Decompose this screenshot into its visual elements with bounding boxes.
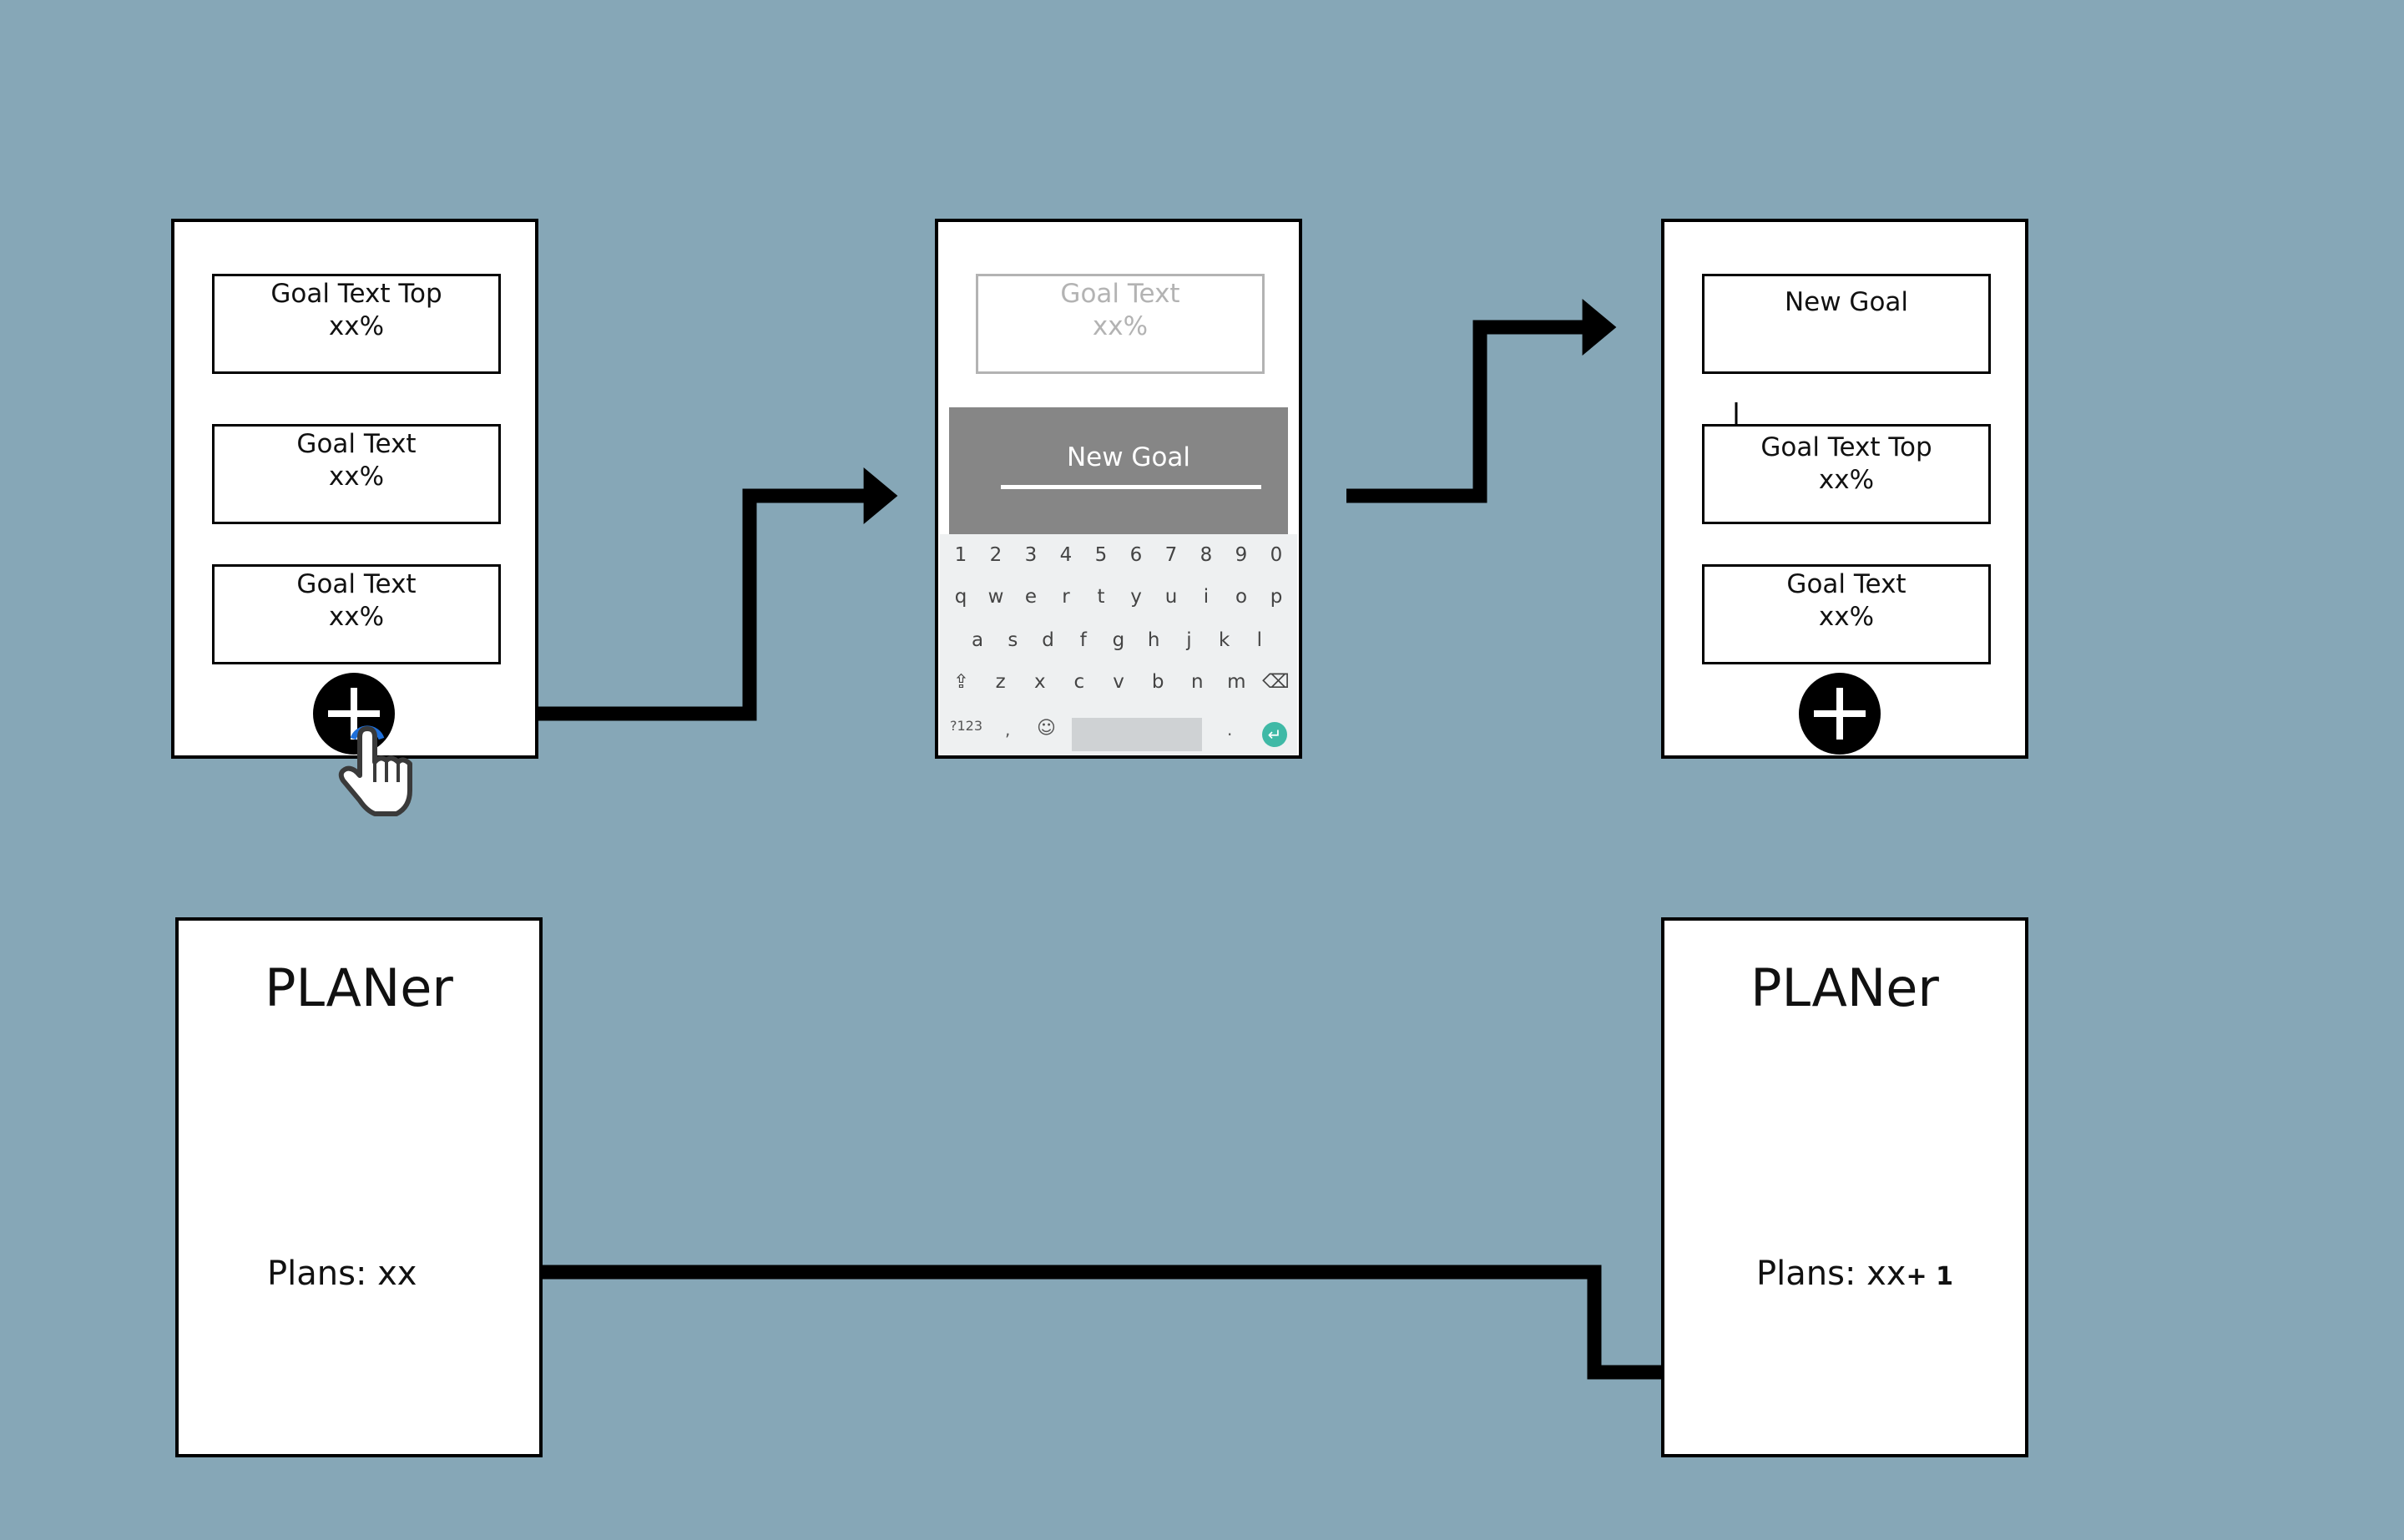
key[interactable]: z: [995, 671, 1006, 693]
goal-card[interactable]: Goal Text xx%: [1702, 564, 1991, 664]
goal-percent: xx%: [328, 602, 385, 632]
key[interactable]: s: [1008, 629, 1018, 651]
enter-icon[interactable]: ↵: [1262, 722, 1287, 747]
goal-title: Goal Text: [1786, 569, 1907, 599]
home-screen-after: PLANer Plans: xx+ 1: [1661, 917, 2028, 1457]
key[interactable]: 3: [1024, 544, 1038, 566]
key[interactable]: x: [1033, 671, 1046, 693]
goal-title: Goal Text: [296, 569, 417, 599]
key[interactable]: l: [1256, 629, 1263, 651]
letter-row-1: q w e r t y u i o p: [943, 586, 1294, 608]
new-goal-entry-screen: Goal Text xx% New Goal 1 2 3 4 5 6 7 8 9…: [935, 219, 1302, 759]
key[interactable]: c: [1073, 671, 1085, 693]
goal-card[interactable]: Goal Text xx%: [212, 564, 501, 664]
period-key[interactable]: .: [1227, 720, 1233, 740]
key[interactable]: q: [954, 586, 967, 608]
goal-percent: xx%: [328, 311, 385, 341]
key[interactable]: 1: [954, 544, 967, 566]
number-row: 1 2 3 4 5 6 7 8 9 0: [943, 544, 1294, 566]
add-goal-button[interactable]: [313, 673, 395, 755]
key[interactable]: 9: [1235, 544, 1248, 566]
soft-keyboard: 1 2 3 4 5 6 7 8 9 0 q w e r t y u i o p …: [940, 534, 1297, 755]
key[interactable]: u: [1164, 586, 1178, 608]
app-title: PLANer: [265, 957, 453, 1018]
key[interactable]: g: [1112, 629, 1125, 651]
key[interactable]: w: [987, 586, 1004, 608]
goal-percent: xx%: [1092, 311, 1149, 341]
key[interactable]: e: [1024, 586, 1038, 608]
key[interactable]: 6: [1129, 544, 1143, 566]
new-goal-dialog: New Goal: [949, 407, 1288, 534]
key[interactable]: r: [1062, 586, 1070, 608]
hand-pointer-icon: [338, 725, 412, 816]
key[interactable]: k: [1218, 629, 1230, 651]
key[interactable]: h: [1147, 629, 1160, 651]
key[interactable]: m: [1227, 671, 1246, 693]
goal-list-screen: Goal Text Top xx% Goal Text xx% Goal Tex…: [171, 219, 538, 759]
key[interactable]: d: [1042, 629, 1054, 651]
goal-card[interactable]: Goal Text Top xx%: [212, 274, 501, 374]
key[interactable]: o: [1235, 586, 1248, 608]
key[interactable]: t: [1097, 586, 1105, 608]
key[interactable]: 8: [1199, 544, 1213, 566]
input-underline: [1001, 485, 1261, 489]
plans-count: Plans: xx: [267, 1255, 417, 1293]
goal-title: Goal Text: [296, 429, 417, 459]
key[interactable]: b: [1151, 671, 1164, 693]
key[interactable]: a: [972, 629, 984, 651]
key[interactable]: 4: [1059, 544, 1073, 566]
backspace-icon[interactable]: ⌫: [1262, 671, 1290, 693]
key[interactable]: f: [1079, 629, 1087, 651]
key[interactable]: y: [1130, 586, 1142, 608]
add-goal-button[interactable]: [1799, 673, 1881, 755]
goal-title: Goal Text: [1060, 279, 1180, 309]
key[interactable]: 5: [1094, 544, 1108, 566]
comma-key[interactable]: ,: [1005, 720, 1011, 740]
arrow-add-to-entry: [410, 467, 898, 721]
goal-card-new[interactable]: New Goal: [1702, 274, 1991, 374]
key[interactable]: 0: [1270, 544, 1283, 566]
key[interactable]: p: [1270, 586, 1283, 608]
goal-percent: xx%: [328, 462, 385, 492]
goal-list-updated-screen: New Goal Goal Text Top xx% Goal Text xx%: [1661, 219, 2028, 759]
goal-title: Goal Text Top: [270, 279, 442, 309]
symbols-key[interactable]: ?123: [950, 718, 983, 734]
arrow-entry-to-list: [1346, 299, 1617, 503]
plans-count: Plans: xx+ 1: [1756, 1255, 1953, 1293]
emoji-icon[interactable]: ☺: [1037, 718, 1056, 739]
app-title: PLANer: [1750, 957, 1939, 1018]
goal-card-faded: Goal Text xx%: [976, 274, 1265, 374]
key[interactable]: j: [1186, 629, 1192, 651]
spacebar[interactable]: [1072, 718, 1202, 751]
letter-row-3: ⇪ z x c v b n m ⌫: [943, 671, 1294, 693]
goal-percent: xx%: [1818, 465, 1875, 495]
goal-card[interactable]: Goal Text Top xx%: [1702, 424, 1991, 524]
goal-name-input[interactable]: New Goal: [1066, 442, 1191, 472]
goal-percent: xx%: [1818, 602, 1875, 632]
plans-label: Plans: xx: [1756, 1255, 1907, 1293]
plans-increment: + 1: [1906, 1262, 1953, 1291]
goal-title: New Goal: [1784, 287, 1909, 317]
goal-card[interactable]: Goal Text xx%: [212, 424, 501, 524]
letter-row-2: a s d f g h j k l: [960, 629, 1277, 651]
shift-icon[interactable]: ⇪: [952, 671, 970, 693]
key[interactable]: i: [1203, 586, 1210, 608]
key[interactable]: 2: [989, 544, 1003, 566]
goal-title: Goal Text Top: [1760, 432, 1932, 462]
key[interactable]: v: [1113, 671, 1124, 693]
home-screen-before: PLANer Plans: xx: [175, 917, 543, 1457]
key[interactable]: 7: [1164, 544, 1178, 566]
key[interactable]: n: [1190, 671, 1204, 693]
